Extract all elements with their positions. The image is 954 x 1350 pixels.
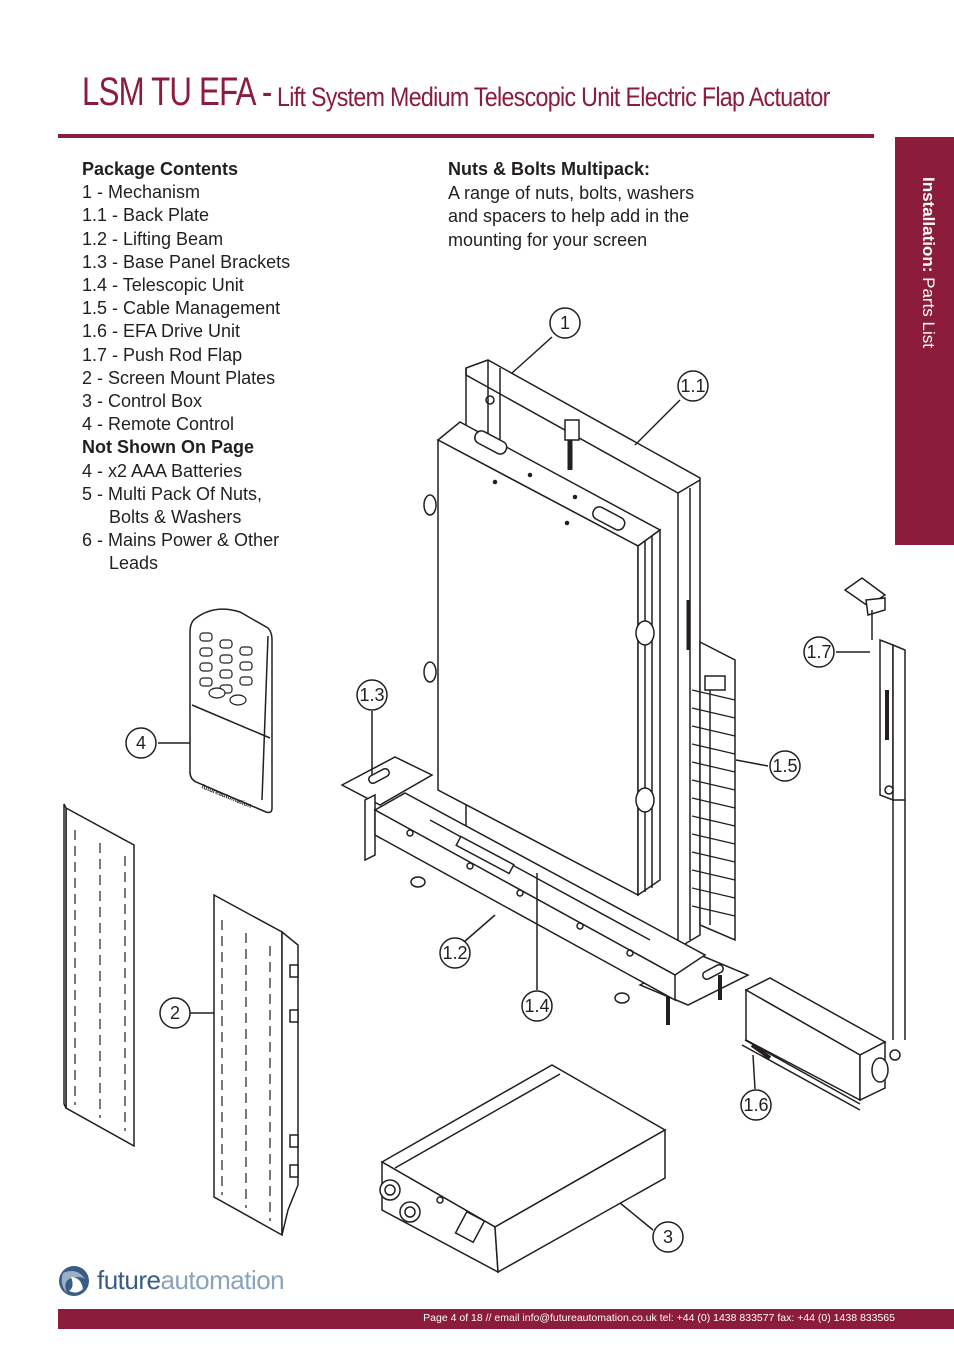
svg-text:2: 2: [170, 1003, 180, 1023]
callout-1-7: 1.7: [803, 636, 835, 668]
cable-management: [691, 640, 736, 942]
title-main: LSM TU EFA -: [82, 70, 272, 114]
callout-1-3: 1.3: [356, 679, 388, 711]
footer-bar: Page 4 of 18 // email info@futureautomat…: [58, 1309, 954, 1329]
callout-3: 3: [652, 1221, 684, 1253]
nuts-line: and spacers to help add in the: [448, 206, 690, 226]
callout-4: 4: [125, 727, 157, 759]
nuts-bolts-info: Nuts & Bolts Multipack: A range of nuts,…: [448, 158, 694, 252]
screen-mount-plate-right: [213, 893, 299, 1237]
list-item: 2 - Screen Mount Plates: [82, 367, 276, 388]
section-tab: Installation: Parts List: [895, 137, 954, 545]
svg-text:1.7: 1.7: [806, 642, 831, 662]
not-shown-heading: Not Shown On Page: [82, 437, 255, 458]
callout-1-1: 1.1: [677, 370, 709, 402]
callouts: 1 1.1 1.3 1.7 4 1.5 1.2 1.4: [125, 307, 835, 1253]
list-item: 3 - Control Box: [82, 391, 203, 412]
svg-text:1.5: 1.5: [772, 756, 797, 776]
svg-text:1.2: 1.2: [442, 943, 467, 963]
list-item: Leads: [109, 553, 159, 574]
push-rod-flap: [843, 577, 906, 1040]
callout-1-4: 1.4: [521, 990, 553, 1022]
list-item: 5 - Multi Pack Of Nuts,: [82, 483, 263, 504]
package-contents-heading: Package Contents: [82, 159, 239, 179]
efa-drive-unit: [741, 977, 901, 1111]
svg-text:3: 3: [663, 1227, 673, 1247]
list-item: Bolts & Washers: [109, 507, 242, 528]
svg-text:4: 4: [136, 733, 146, 753]
callout-1-5: 1.5: [769, 750, 801, 782]
callout-1-2: 1.2: [439, 937, 471, 969]
svg-text:1.3: 1.3: [359, 685, 384, 705]
svg-text:1.4: 1.4: [524, 996, 549, 1016]
list-item: 4 - x2 AAA Batteries: [82, 460, 243, 481]
callout-1: 1: [549, 307, 581, 339]
list-item: 1.3 - Base Panel Brackets: [82, 251, 291, 272]
list-item: 1.5 - Cable Management: [82, 298, 281, 319]
nuts-line: mounting for your screen: [448, 229, 648, 250]
nuts-line: A range of nuts, bolts, washers: [448, 182, 695, 203]
list-item: 1.1 - Back Plate: [82, 205, 210, 226]
svg-text:1.6: 1.6: [743, 1095, 768, 1115]
list-item: 6 - Mains Power & Other: [82, 530, 280, 551]
remote-control: futureautomation: [189, 608, 273, 814]
callout-2: 2: [159, 997, 191, 1029]
list-item: 1 - Mechanism: [82, 182, 201, 203]
logo-word-light: automation: [160, 1265, 285, 1295]
list-item: 4 - Remote Control: [82, 414, 235, 435]
svg-text:1: 1: [560, 313, 570, 333]
parts-diagram: futureautomation: [63, 307, 906, 1274]
list-item: 1.6 - EFA Drive Unit: [82, 321, 241, 342]
header-rule: [58, 134, 874, 138]
footer-text: Page 4 of 18 // email info@futureautomat…: [423, 1312, 895, 1324]
logo-word-bold: future: [97, 1265, 161, 1295]
leader-lines: [158, 336, 870, 1231]
company-logo: futureautomation: [57, 1263, 285, 1304]
package-contents: Package Contents 1 - Mechanism 1.1 - Bac…: [82, 158, 290, 576]
lifting-beam: [373, 792, 707, 1004]
nuts-heading: Nuts & Bolts Multipack:: [448, 159, 651, 179]
title-sub: Lift System Medium Telescopic Unit Elect…: [277, 82, 830, 112]
list-item: 1.2 - Lifting Beam: [82, 228, 224, 249]
logo-swirl-icon: [59, 1266, 89, 1296]
telescopic-unit: [423, 421, 690, 897]
list-item: 1.7 - Push Rod Flap: [82, 344, 243, 365]
control-box: [379, 1064, 667, 1274]
screen-mount-plate-left: [63, 803, 135, 1148]
callout-1-6: 1.6: [740, 1089, 772, 1121]
list-item: 1.4 - Telescopic Unit: [82, 275, 244, 296]
svg-text:1.1: 1.1: [680, 376, 705, 396]
page-title: LSM TU EFA - Lift System Medium Telescop…: [82, 70, 830, 115]
